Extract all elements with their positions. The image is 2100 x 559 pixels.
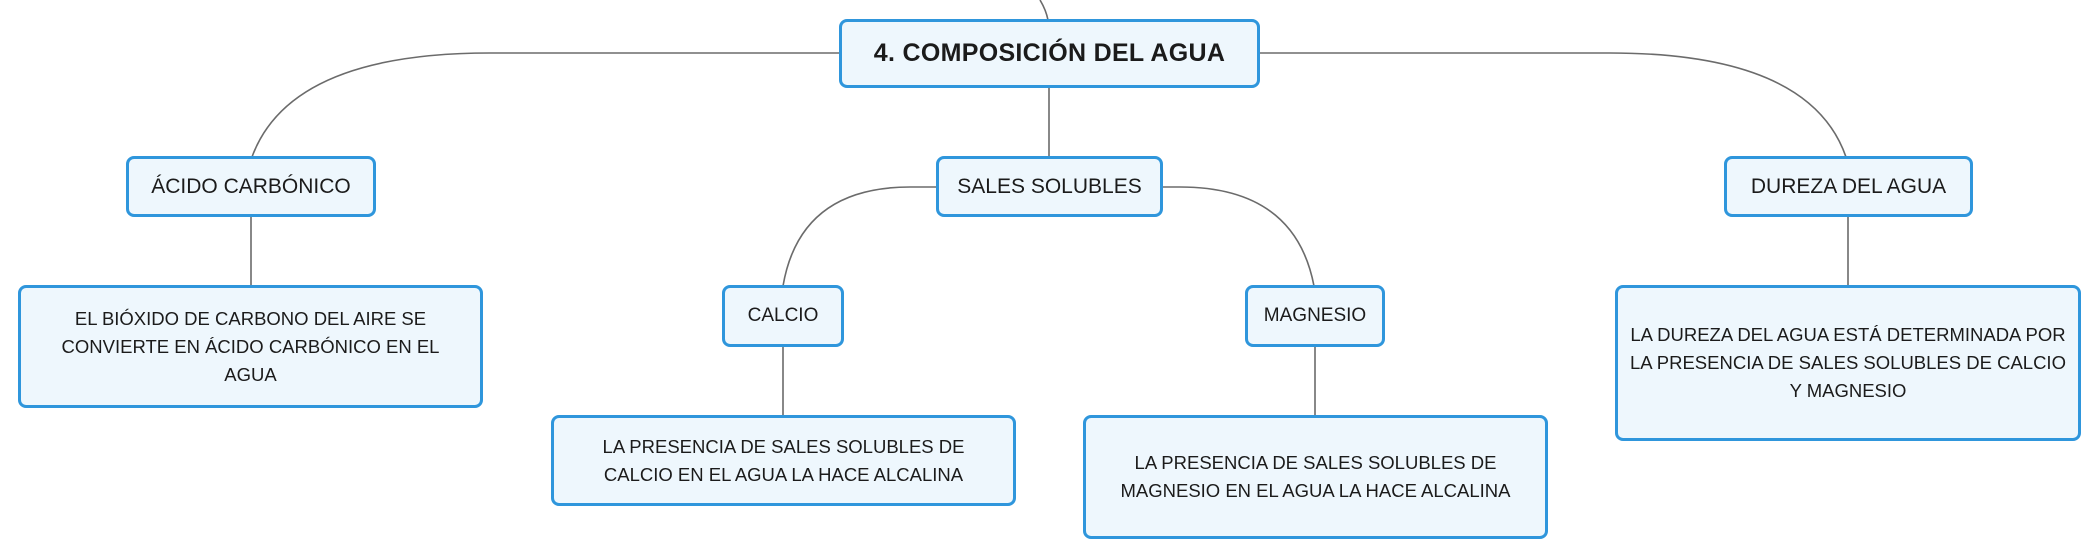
topic-dureza-del-agua[interactable]: DUREZA DEL AGUA [1724, 156, 1973, 217]
central-topic[interactable]: 4. COMPOSICIÓN DEL AGUA [839, 19, 1260, 88]
detail-text: EL BIÓXIDO DE CARBONO DEL AIRE SE CONVIE… [61, 307, 440, 385]
connector-central-to-acido [251, 52, 840, 158]
connector-central-to-dureza [1259, 52, 1847, 158]
subtopic-calcio[interactable]: CALCIO [722, 285, 844, 347]
detail-acido-carbonico[interactable]: EL BIÓXIDO DE CARBONO DEL AIRE SE CONVIE… [18, 285, 483, 408]
detail-text: LA PRESENCIA DE SALES SOLUBLES DE MAGNES… [1120, 452, 1511, 501]
subtopic-label: MAGNESIO [1263, 305, 1367, 326]
subtopic-label: CALCIO [747, 305, 819, 326]
detail-text: LA DUREZA DEL AGUA ESTÁ DETERMINADA POR … [1630, 324, 2066, 401]
topic-acido-carbonico[interactable]: ÁCIDO CARBÓNICO [126, 156, 376, 217]
connector-parent [1039, 0, 1049, 21]
connector-sales-to-calcio [782, 186, 938, 287]
topic-label: DUREZA DEL AGUA [1750, 174, 1947, 198]
connector-sales-to-magnesio [1160, 186, 1315, 287]
detail-text: LA PRESENCIA DE SALES SOLUBLES DE CALCIO… [602, 435, 965, 485]
topic-label: SALES SOLUBLES [957, 174, 1142, 198]
topic-sales-solubles[interactable]: SALES SOLUBLES [936, 156, 1163, 217]
detail-dureza-del-agua[interactable]: LA DUREZA DEL AGUA ESTÁ DETERMINADA POR … [1615, 285, 2081, 441]
detail-magnesio[interactable]: LA PRESENCIA DE SALES SOLUBLES DE MAGNES… [1083, 415, 1548, 539]
topic-label: ÁCIDO CARBÓNICO [151, 174, 351, 198]
central-topic-label: 4. COMPOSICIÓN DEL AGUA [873, 39, 1226, 67]
subtopic-magnesio[interactable]: MAGNESIO [1245, 285, 1385, 347]
detail-calcio[interactable]: LA PRESENCIA DE SALES SOLUBLES DE CALCIO… [551, 415, 1016, 506]
